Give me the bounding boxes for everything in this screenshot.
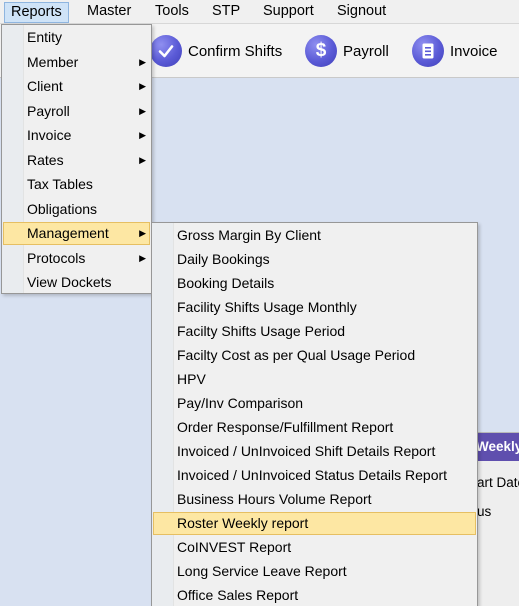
dollar-icon: $ [305,35,337,67]
reports-item-client[interactable]: Client ▶ [3,75,150,98]
menu-item-label: Member [27,53,79,70]
invoice-button[interactable]: Invoice [412,34,498,68]
menu-item-label: Protocols [27,249,86,266]
menu-item-label: Facilty Shifts Usage Period [177,323,346,339]
menu-item-label: Invoiced / UnInvoiced Shift Details Repo… [177,443,436,459]
reports-item-entity[interactable]: Entity [3,26,150,49]
panel-header: Weekly [471,433,519,461]
menu-tools[interactable]: Tools [155,3,189,19]
menu-item-label: Client [27,78,63,94]
reports-item-management[interactable]: Management ▶ [3,222,150,245]
payroll-label: Payroll [343,42,389,60]
submenu-arrow-icon: ▶ [139,228,146,238]
management-item-order-response-fulfillment-report[interactable]: Order Response/Fulfillment Report [153,416,476,439]
submenu-arrow-icon: ▶ [139,56,146,67]
management-item-gross-margin-by-client[interactable]: Gross Margin By Client [153,224,476,247]
panel-start-date-label: art Date [477,475,519,490]
menu-item-label: Payroll [27,102,70,119]
checkmark-icon [150,35,182,67]
menu-item-label: View Dockets [27,274,112,290]
menu-reports[interactable]: Reports [4,2,69,23]
confirm-shifts-label: Confirm Shifts [188,42,283,60]
management-item-long-service-leave-report[interactable]: Long Service Leave Report [153,560,476,583]
reports-item-member[interactable]: Member ▶ [3,51,150,74]
reports-item-protocols[interactable]: Protocols ▶ [3,247,150,270]
confirm-shifts-button[interactable]: Confirm Shifts [150,34,282,68]
menu-master[interactable]: Master [87,3,132,19]
menu-bar: Reports Master Tools STP Support Signout [0,0,519,24]
menu-item-label: Tax Tables [27,176,93,192]
panel-status-label: us [477,504,492,519]
menu-item-label: Facility Shifts Usage Monthly [177,299,357,315]
reports-item-rates[interactable]: Rates ▶ [3,149,150,172]
document-icon [412,35,444,67]
management-item-daily-bookings[interactable]: Daily Bookings [153,248,476,271]
reports-item-invoice[interactable]: Invoice ▶ [3,124,150,147]
menu-item-label: Business Hours Volume Report [177,491,372,507]
management-item-booking-details[interactable]: Booking Details [153,272,476,295]
menu-item-label: Office Sales Report [177,587,299,603]
submenu-arrow-icon: ▶ [139,130,146,140]
management-item-facilty-cost-as-per-qual-usage-period[interactable]: Facilty Cost as per Qual Usage Period [153,344,476,367]
menu-item-label: Invoiced / UnInvoiced Status Details Rep… [177,467,448,483]
management-item-coinvest-report[interactable]: CoINVEST Report [153,536,476,559]
management-item-roster-weekly-report[interactable]: Roster Weekly report [153,512,476,535]
management-item-office-sales-report[interactable]: Office Sales Report [153,584,476,606]
menu-support[interactable]: Support [263,3,314,19]
management-item-pay-inv-comparison[interactable]: Pay/Inv Comparison [153,392,476,415]
menu-item-label: Pay/Inv Comparison [177,395,304,411]
menu-item-label: Management [27,225,109,241]
menu-item-label: Invoice [27,127,72,143]
reports-item-view-dockets[interactable]: View Dockets [3,271,150,294]
menu-item-label: Booking Details [177,275,275,291]
roster-weekly-panel: Weekly art Date us [470,432,519,606]
menu-signout[interactable]: Signout [337,3,387,19]
management-item-hpv[interactable]: HPV [153,368,476,391]
menu-item-label: Gross Margin By Client [177,227,321,243]
menu-item-label: Roster Weekly report [177,515,309,531]
submenu-arrow-icon: ▶ [139,252,146,263]
menu-item-label: Daily Bookings [177,251,270,267]
menu-item-label: Long Service Leave Report [177,563,347,579]
menu-item-label: CoINVEST Report [177,539,292,555]
menu-item-label: Entity [27,29,63,45]
management-item-facility-shifts-usage-monthly[interactable]: Facility Shifts Usage Monthly [153,296,476,319]
menu-item-label: Obligations [27,200,98,217]
submenu-arrow-icon: ▶ [139,105,146,116]
reports-item-tax-tables[interactable]: Tax Tables [3,173,150,196]
reports-item-obligations[interactable]: Obligations [3,198,150,221]
submenu-arrow-icon: ▶ [139,81,146,91]
payroll-button[interactable]: $ Payroll [305,34,389,68]
menu-gutter [152,223,174,606]
invoice-label: Invoice [450,42,498,60]
menu-stp[interactable]: STP [212,3,241,19]
menu-item-label: Order Response/Fulfillment Report [177,419,394,435]
management-item-invoiced-uninvoiced-status-details-report[interactable]: Invoiced / UnInvoiced Status Details Rep… [153,464,476,487]
management-item-business-hours-volume-report[interactable]: Business Hours Volume Report [153,488,476,511]
menu-item-label: Facilty Cost as per Qual Usage Period [177,347,416,363]
management-item-invoiced-uninvoiced-shift-details-report[interactable]: Invoiced / UnInvoiced Shift Details Repo… [153,440,476,463]
menu-item-label: HPV [177,371,206,387]
submenu-arrow-icon: ▶ [139,154,146,165]
reports-item-payroll[interactable]: Payroll ▶ [3,100,150,123]
menu-item-label: Rates [27,151,64,168]
management-item-facilty-shifts-usage-period[interactable]: Facilty Shifts Usage Period [153,320,476,343]
